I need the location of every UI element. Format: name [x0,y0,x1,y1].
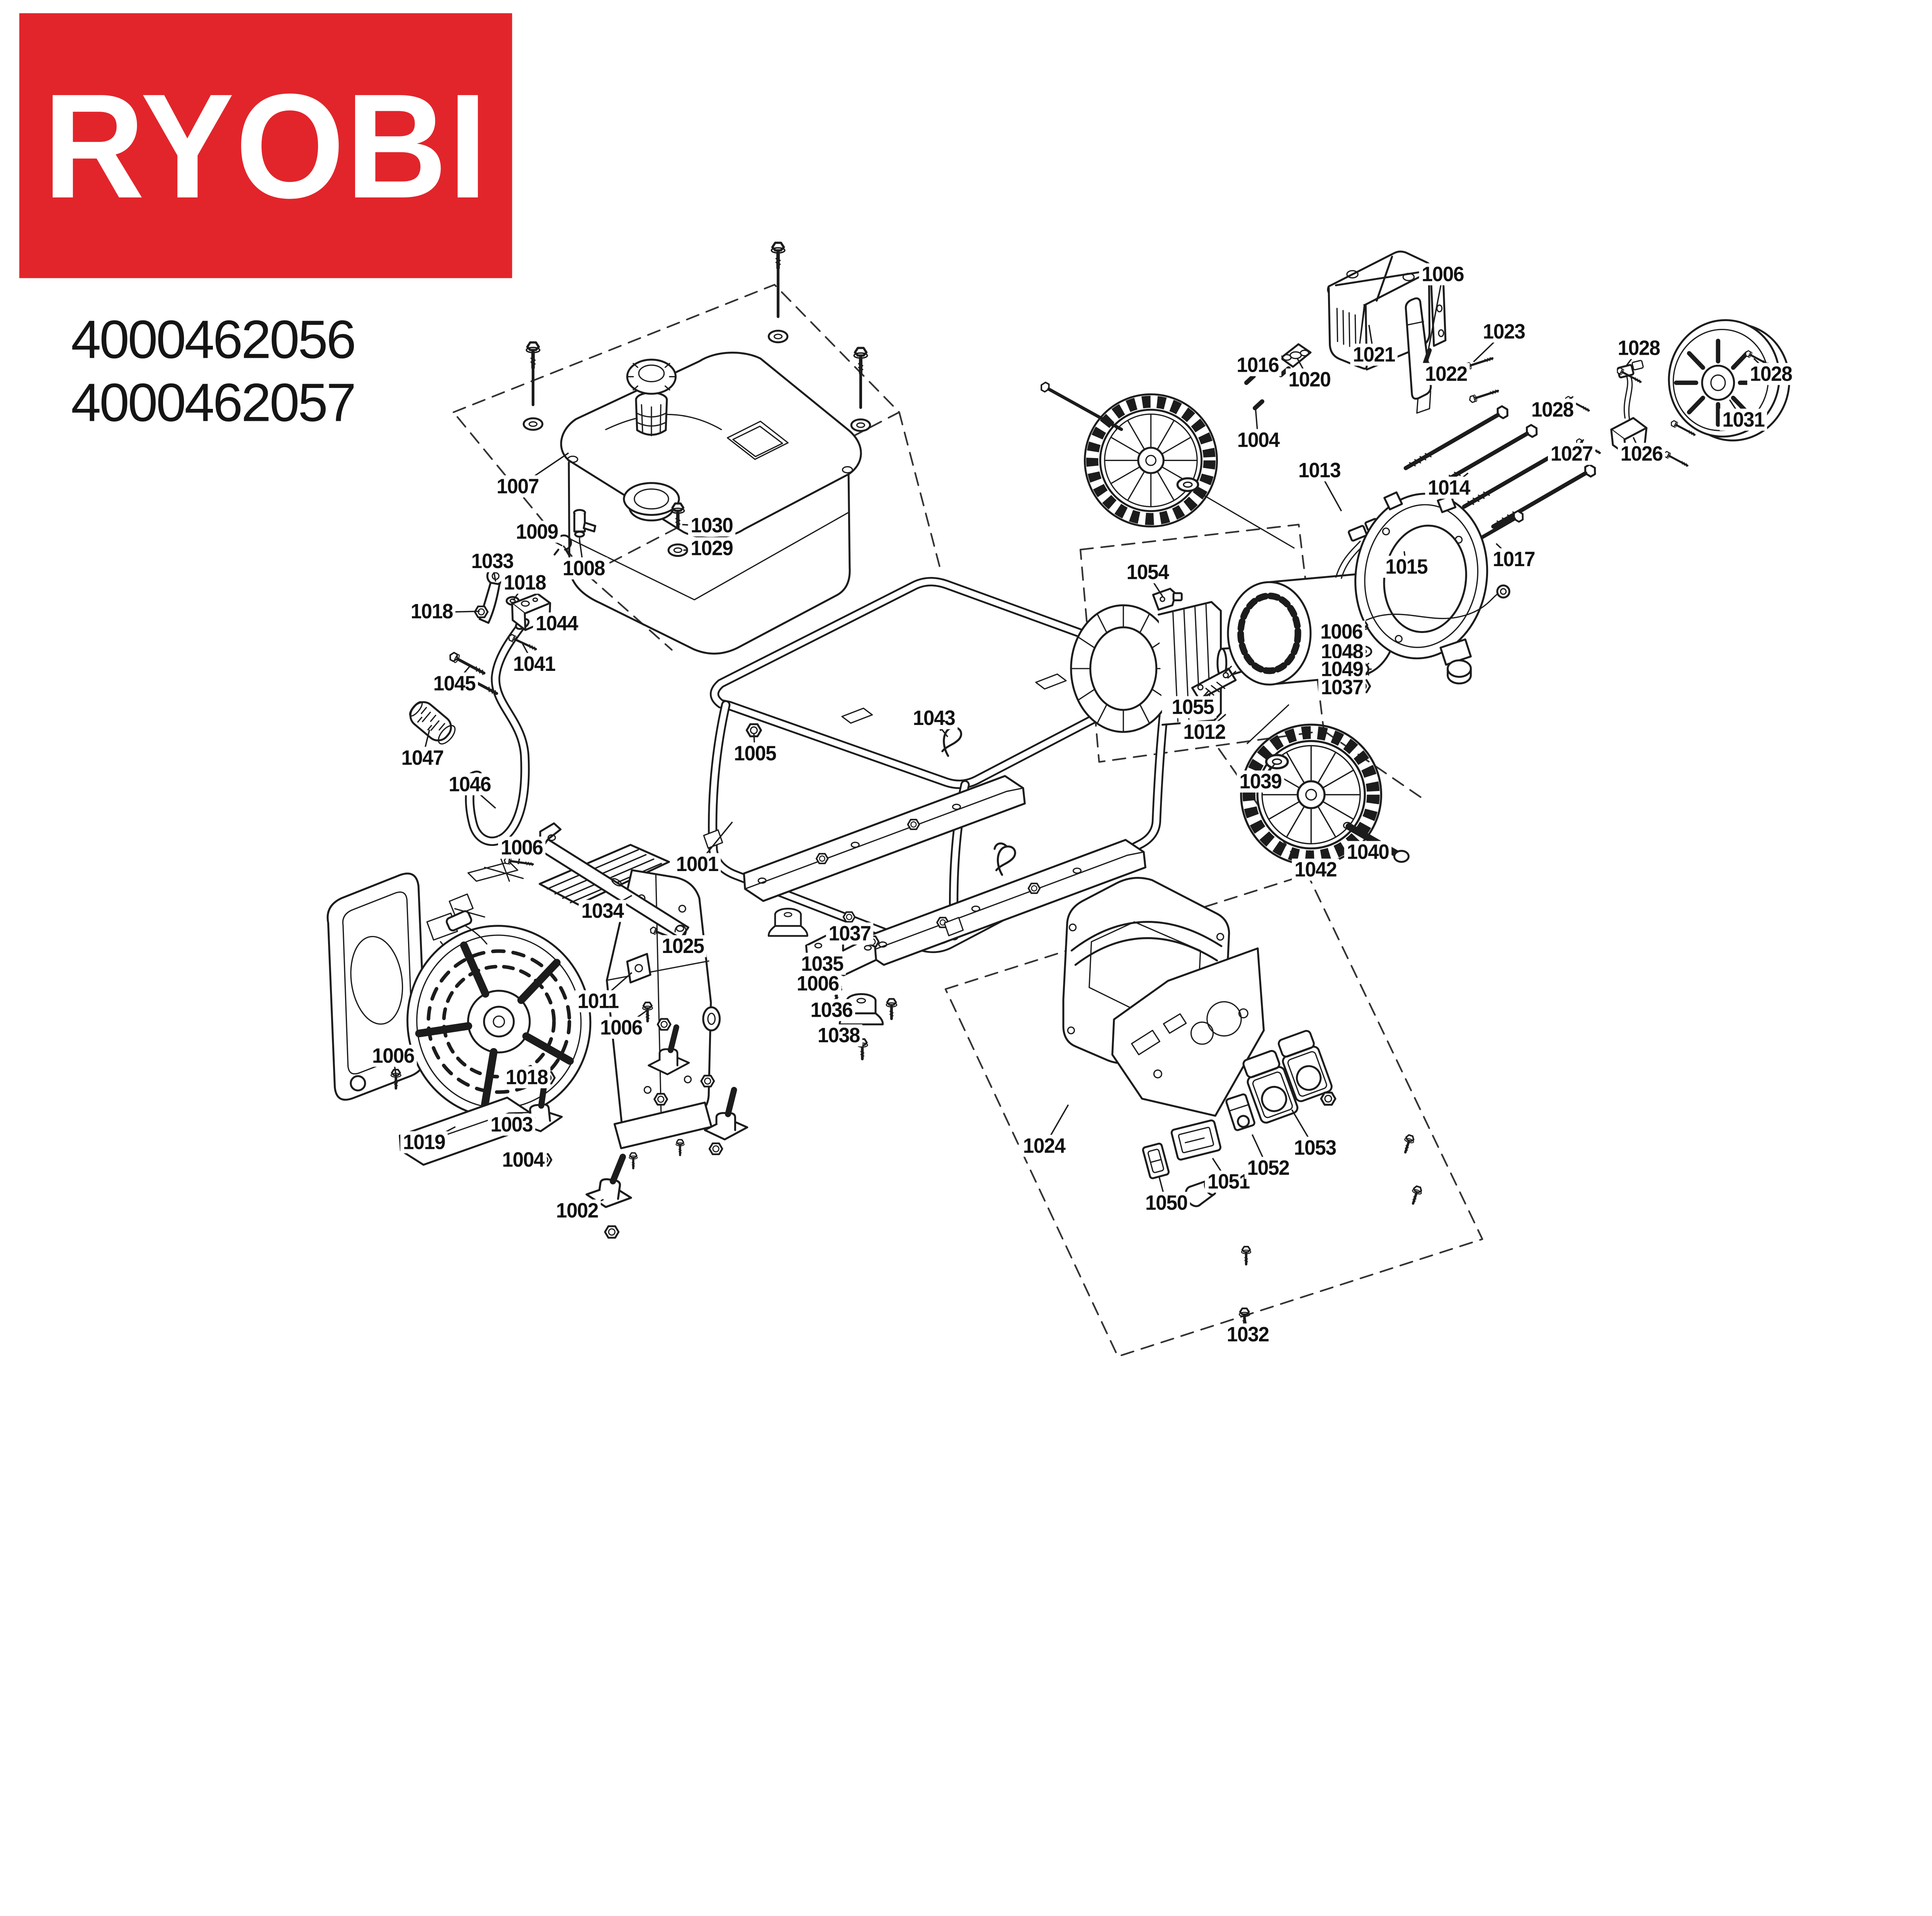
part-label-1005: 1005 [731,742,779,764]
part-label-1018: 1018 [501,572,549,594]
part-label-1036: 1036 [808,999,855,1021]
part-label-1029: 1029 [688,537,736,560]
part-label-1047: 1047 [398,747,446,769]
part-label-1009: 1009 [513,521,561,543]
part-label-1001: 1001 [673,853,721,875]
part-label-1017: 1017 [1490,548,1537,570]
part-label-1024: 1024 [1020,1135,1068,1157]
part-label-1032: 1032 [1224,1323,1272,1346]
handle-assembly [409,567,551,846]
fuel-filler-neck [623,482,680,522]
part-label-1019: 1019 [400,1131,448,1154]
part-label-1044: 1044 [533,613,581,635]
part-label-1054: 1054 [1124,561,1172,584]
panel-faceplate [1111,947,1265,1117]
part-label-1015: 1015 [1383,556,1430,578]
part-label-1053: 1053 [1291,1137,1339,1159]
fuel-cap [626,359,677,395]
ryobi-logo: RYOBI [19,13,512,278]
part-label-1012: 1012 [1180,721,1228,743]
part-label-1045: 1045 [430,672,478,694]
part-label-1027: 1027 [1548,443,1595,465]
part-label-1031: 1031 [1719,408,1767,431]
part-label-1046: 1046 [446,773,493,795]
part-label-1002: 1002 [553,1200,601,1222]
part-label-1052: 1052 [1244,1157,1292,1179]
part-label-1018: 1018 [503,1066,551,1088]
part-label-1004: 1004 [1235,429,1282,451]
part-label-1014: 1014 [1425,476,1473,499]
part-label-1037: 1037 [1318,676,1366,698]
model-numbers: 4000462056 4000462057 [71,308,356,434]
hour-meter [1170,1119,1221,1161]
tank-mount-bolts [524,243,870,431]
handle-grip [409,701,456,745]
part-label-1037: 1037 [826,922,874,944]
leader-line [1427,275,1444,356]
part-label-1050: 1050 [1143,1192,1190,1214]
power-switch [1142,1142,1170,1179]
part-label-1021: 1021 [1350,344,1398,366]
fuel-valve [573,509,597,543]
part-label-1011: 1011 [575,990,621,1012]
fuel-strainer [635,391,668,436]
model-number-1: 4000462056 [71,309,356,370]
exhaust-gasket [1280,343,1312,368]
part-label-1020: 1020 [1286,368,1333,391]
wheel-front [1039,381,1295,549]
part-label-1033: 1033 [468,550,516,572]
part-label-1006: 1006 [498,837,546,859]
part-label-1055: 1055 [1169,696,1217,718]
part-label-1008: 1008 [560,557,607,580]
part-label-1043: 1043 [910,707,958,729]
part-label-1016: 1016 [1234,354,1282,376]
part-label-1041: 1041 [510,653,558,675]
part-label-1006: 1006 [1318,621,1365,643]
part-label-1042: 1042 [1292,859,1339,881]
part-label-1023: 1023 [1480,320,1528,343]
part-label-1051: 1051 [1205,1171,1252,1193]
ryobi-logo-text: RYOBI [43,62,488,229]
part-label-1028: 1028 [1529,399,1576,421]
part-label-1025: 1025 [659,935,707,957]
part-label-1034: 1034 [578,900,626,922]
part-label-1006: 1006 [369,1045,417,1067]
circuit-breaker [1225,1093,1255,1131]
part-label-1004: 1004 [499,1149,547,1171]
part-label-1022: 1022 [1422,363,1470,385]
cross-rail-a [743,775,1026,902]
part-label-1006: 1006 [794,973,842,995]
fuel-tank [524,243,870,655]
part-label-1026: 1026 [1617,443,1665,465]
part-label-1039: 1039 [1236,771,1284,793]
part-label-1028: 1028 [1747,363,1795,385]
part-label-1006: 1006 [1419,263,1467,286]
part-label-1040: 1040 [1344,841,1392,863]
part-label-1003: 1003 [488,1113,536,1136]
part-label-1007: 1007 [494,475,541,497]
terminal-board [1191,665,1237,701]
part-label-1018: 1018 [408,600,456,623]
part-label-1013: 1013 [1296,459,1343,482]
part-label-1028: 1028 [1615,337,1663,359]
control-panel-group [1062,877,1423,1264]
part-label-1038: 1038 [815,1024,862,1046]
model-number-2: 4000462057 [71,372,356,433]
part-label-1035: 1035 [798,953,846,975]
part-label-1006: 1006 [597,1017,645,1039]
part-label-1030: 1030 [688,514,736,536]
